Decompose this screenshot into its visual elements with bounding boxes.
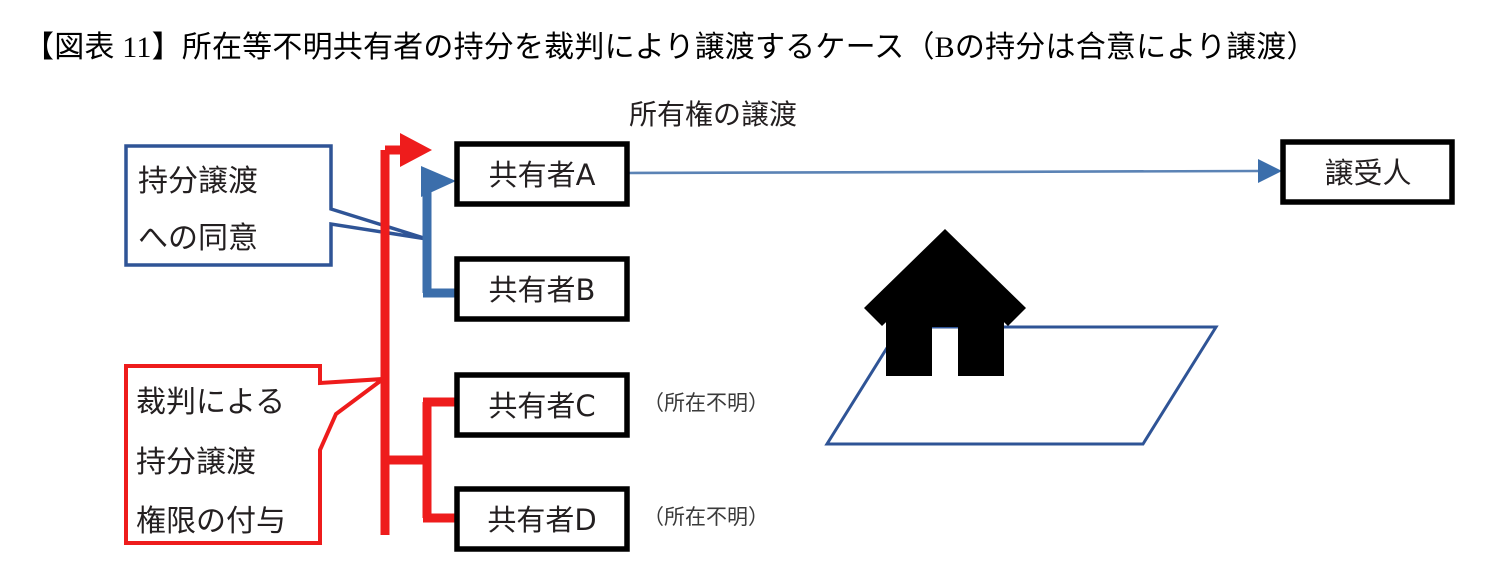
blue-consent-connector: [421, 166, 456, 298]
ownership-transfer-arrow: [626, 159, 1282, 183]
owner-box-c[interactable]: 共有者C: [454, 372, 630, 438]
owner-box-b-label: 共有者B: [489, 273, 596, 307]
blue-arrowhead-icon: [421, 166, 456, 197]
owner-box-d-frame: [454, 486, 630, 552]
owner-box-a-frame: [454, 141, 630, 207]
house-on-land-illustration: [824, 229, 1219, 446]
figure-title: 【図表 11】所在等不明共有者の持分を裁判により譲渡するケース（Bの持分は合意に…: [24, 31, 1317, 64]
owner-box-a[interactable]: 共有者A: [454, 141, 630, 207]
consent-callout-shape: [124, 144, 428, 267]
transfer-arrowhead-icon: [1258, 159, 1282, 183]
owner-box-b-frame: [454, 256, 630, 322]
owner-box-c-frame: [454, 372, 630, 438]
court-authority-callout-line-3: 権限の付与: [136, 504, 286, 539]
consent-callout-line-2: への同意: [138, 221, 258, 256]
owner-c-status-note: （所在不明）: [643, 391, 769, 415]
court-authority-callout-line-2: 持分譲渡: [136, 445, 256, 480]
owner-box-d-label: 共有者D: [487, 503, 596, 537]
house-roof-icon: [864, 229, 1026, 326]
consent-callout-line-1: 持分譲渡: [138, 164, 258, 199]
owner-box-b[interactable]: 共有者B: [454, 256, 630, 322]
court-authority-callout-line-1: 裁判による: [136, 385, 285, 420]
owner-box-c-label: 共有者C: [488, 389, 595, 423]
red-authority-connector: [380, 133, 455, 535]
consent-callout[interactable]: 持分譲渡 への同意: [124, 144, 428, 267]
court-authority-callout-shape: [124, 364, 390, 545]
owner-box-d[interactable]: 共有者D: [454, 486, 630, 552]
ownership-transfer-label: 所有権の譲渡: [629, 98, 797, 131]
red-arrowhead-icon: [400, 133, 432, 167]
transferee-box[interactable]: 譲受人: [1280, 139, 1455, 205]
transferee-box-frame: [1280, 139, 1455, 205]
owner-d-status-note: （所在不明）: [643, 505, 769, 529]
transfer-arrow-line: [626, 169, 1259, 175]
land-parcel-icon: [824, 325, 1219, 446]
transferee-box-label: 譲受人: [1324, 156, 1411, 190]
court-authority-callout[interactable]: 裁判による 持分譲渡 権限の付与: [124, 364, 390, 545]
owner-box-a-label: 共有者A: [489, 158, 596, 192]
